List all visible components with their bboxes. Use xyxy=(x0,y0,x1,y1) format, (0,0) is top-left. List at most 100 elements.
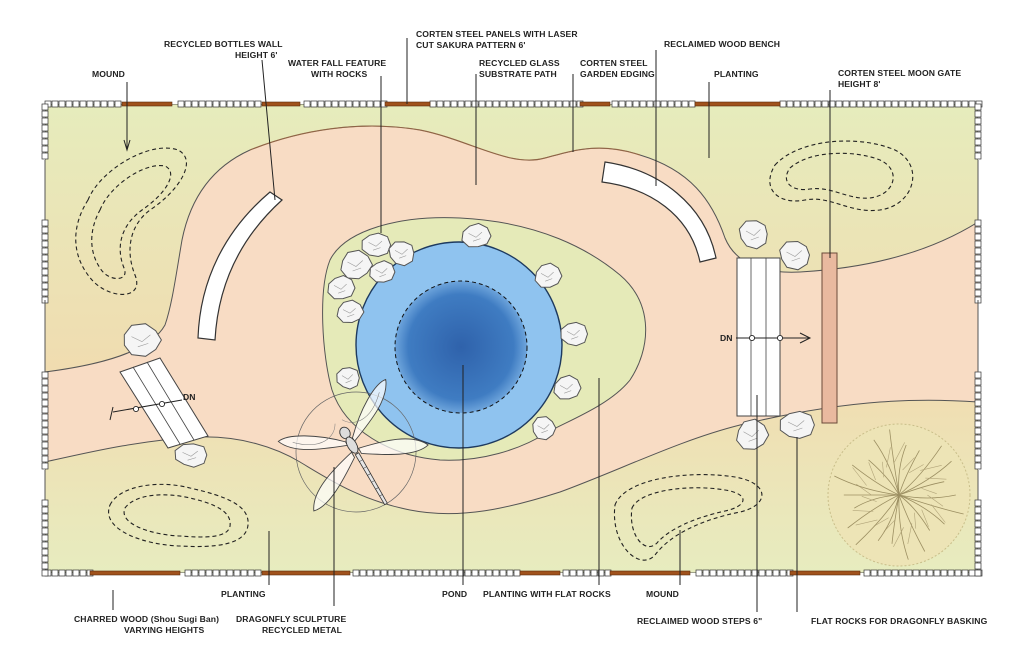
rock-icon xyxy=(336,299,365,324)
corten-steel-panel xyxy=(609,570,691,576)
charred-wood-post xyxy=(41,527,49,535)
rock-icon xyxy=(736,418,770,450)
charred-wood-post xyxy=(303,100,311,108)
charred-wood-post xyxy=(317,100,325,108)
charred-wood-post xyxy=(499,569,507,577)
rock-icon xyxy=(361,232,392,258)
charred-wood-post xyxy=(41,441,49,449)
charred-wood-post xyxy=(492,100,500,108)
charred-wood-post xyxy=(450,100,458,108)
charred-wood-post xyxy=(107,100,115,108)
charred-wood-post xyxy=(41,413,49,421)
charred-wood-post xyxy=(744,569,752,577)
pond-depth-line xyxy=(394,280,528,414)
charred-wood-post xyxy=(974,131,982,139)
charred-wood-post xyxy=(974,275,982,283)
label-pond: POND xyxy=(442,589,467,599)
charred-wood-post xyxy=(58,569,66,577)
label-dragonfly-1: DRAGONFLY SCULPTURE xyxy=(236,614,346,624)
charred-wood-post xyxy=(226,100,234,108)
charred-wood-post xyxy=(415,569,423,577)
direction-arrow-icon xyxy=(109,399,183,421)
perimeter-fence xyxy=(41,100,983,577)
charred-wood-post xyxy=(974,117,982,125)
charred-wood-post xyxy=(485,100,493,108)
charred-wood-post xyxy=(974,448,982,456)
charred-wood-post xyxy=(974,233,982,241)
charred-wood-post xyxy=(814,100,822,108)
charred-wood-post xyxy=(974,513,982,521)
charred-wood-post xyxy=(100,100,108,108)
charred-wood-post xyxy=(919,569,927,577)
charred-wood-post xyxy=(968,569,976,577)
charred-wood-post xyxy=(863,100,871,108)
mound-bottom-left-inner xyxy=(123,494,231,538)
charred-wood-post xyxy=(974,555,982,563)
charred-wood-post xyxy=(674,100,682,108)
label-steps: RECLAIMED WOOD STEPS 6" xyxy=(637,616,762,626)
charred-wood-post xyxy=(954,100,962,108)
charred-wood-post xyxy=(443,100,451,108)
charred-wood-post xyxy=(387,569,395,577)
charred-wood-post xyxy=(974,541,982,549)
mound-bottom-right xyxy=(613,474,763,561)
charred-wood-post xyxy=(471,100,479,108)
label-planting-top: PLANTING xyxy=(714,69,759,79)
charred-wood-post xyxy=(41,499,49,507)
charred-wood-post xyxy=(58,100,66,108)
charred-wood-post xyxy=(513,100,521,108)
charred-wood-post xyxy=(41,562,49,570)
charred-wood-post xyxy=(639,100,647,108)
label-flat-rocks-planting: PLANTING WITH FLAT ROCKS xyxy=(483,589,611,599)
charred-wood-post xyxy=(240,100,248,108)
charred-wood-post xyxy=(457,569,465,577)
charred-wood-post xyxy=(41,240,49,248)
charred-wood-post xyxy=(555,100,563,108)
charred-wood-post xyxy=(41,233,49,241)
charred-wood-post xyxy=(940,569,948,577)
charred-wood-post xyxy=(41,152,49,160)
charred-wood-post xyxy=(198,569,206,577)
label-moon-gate-2: HEIGHT 8' xyxy=(838,79,881,89)
corten-steel-panel xyxy=(789,570,861,576)
charred-wood-post xyxy=(870,100,878,108)
charred-wood-post xyxy=(114,100,122,108)
charred-wood-post xyxy=(856,100,864,108)
charred-wood-post xyxy=(632,100,640,108)
charred-wood-post xyxy=(562,100,570,108)
charred-wood-post xyxy=(974,145,982,153)
charred-wood-post xyxy=(205,100,213,108)
charred-wood-post xyxy=(974,462,982,470)
charred-wood-post xyxy=(849,100,857,108)
rock-icon xyxy=(369,260,396,283)
charred-wood-post xyxy=(974,254,982,262)
charred-wood-post xyxy=(457,100,465,108)
charred-wood-post xyxy=(863,569,871,577)
charred-wood-post xyxy=(436,100,444,108)
label-dragonfly-2: RECYCLED METAL xyxy=(262,625,342,635)
corten-steel-panel xyxy=(261,101,301,107)
charred-wood-post xyxy=(590,569,598,577)
charred-wood-post xyxy=(974,289,982,297)
label-glass-path-1: RECYCLED GLASS xyxy=(479,58,560,68)
pond-deep xyxy=(395,281,527,413)
label-bottles-wall-1: RECYCLED BOTTLES WALL xyxy=(164,39,283,49)
charred-wood-post xyxy=(422,569,430,577)
charred-wood-post xyxy=(765,569,773,577)
charred-wood-post xyxy=(905,100,913,108)
rock-icon xyxy=(336,367,360,390)
charred-wood-post xyxy=(618,100,626,108)
charred-wood-post xyxy=(226,569,234,577)
charred-wood-post xyxy=(373,569,381,577)
charred-wood-post xyxy=(41,124,49,132)
charred-wood-post xyxy=(793,100,801,108)
charred-wood-post xyxy=(974,527,982,535)
corten-garden-edging xyxy=(249,125,641,161)
corten-steel-panel xyxy=(579,101,611,107)
charred-wood-post xyxy=(506,569,514,577)
charred-wood-post xyxy=(212,569,220,577)
charred-wood-post xyxy=(520,100,528,108)
charred-wood-post xyxy=(513,569,521,577)
mound-top-right-inner xyxy=(785,152,894,199)
